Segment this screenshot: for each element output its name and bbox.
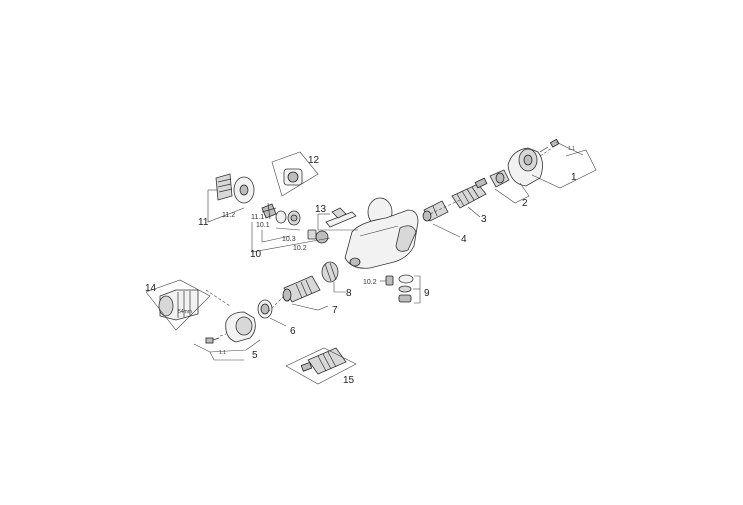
- label-part-9: 9: [424, 288, 430, 299]
- label-part-13: 13: [315, 204, 327, 215]
- part-1-handle-group: 1.1 1: [507, 138, 597, 189]
- part-12-cover-group: 12: [271, 151, 320, 197]
- part-7-cartridge-group: 7: [282, 275, 338, 316]
- label-part-1: 1: [571, 172, 577, 183]
- label-10-2-upper: 10.2: [293, 245, 307, 252]
- label-10-2-lower: 10.2: [363, 279, 377, 286]
- part-10-parts-set-group: 10.1 10.3 10.2 10: [250, 202, 331, 260]
- part-6-ring-group: 6: [257, 299, 296, 337]
- label-part-14: 14: [145, 283, 157, 294]
- label-part-15: 15: [343, 375, 355, 386]
- label-part-7: 7: [332, 305, 338, 316]
- label-part-12: 12: [308, 155, 320, 166]
- label-11-2: 11.2: [222, 212, 235, 219]
- label-10-3: 10.3: [282, 236, 296, 243]
- label-part-2: 2: [522, 198, 528, 209]
- label-part-8: 8: [346, 288, 352, 299]
- part-15-cartridge-group: 15: [285, 347, 357, 386]
- label-part-10: 10: [250, 249, 262, 260]
- axis-line-left: [267, 295, 285, 313]
- label-11-1: 11.1: [251, 214, 264, 221]
- label-1-1-left: 1.1: [219, 350, 226, 356]
- label-10-1: 10.1: [256, 222, 270, 229]
- label-part-11: 11: [198, 217, 209, 228]
- label-part-4: 4: [461, 234, 467, 245]
- part-8-nut-group: 8: [321, 261, 352, 299]
- part-11-s-union-group: 11.2 11.1 11: [198, 173, 264, 228]
- label-54mm: 54mm: [178, 309, 192, 315]
- axis-line-right: [429, 199, 461, 215]
- label-part-6: 6: [290, 326, 296, 337]
- part-2-nut-group: 2: [489, 169, 530, 209]
- part-5-handle-group: 1.1 5: [193, 311, 261, 361]
- label-part-3: 3: [481, 214, 487, 225]
- part-14-adapter-group: 54mm 14: [145, 279, 231, 331]
- part-3-cartridge-group: 3: [451, 177, 488, 225]
- mixer-body: [344, 197, 419, 269]
- part-10-2-insert-group: 10.2: [363, 275, 394, 286]
- part-9-aerator-group: 9: [398, 274, 430, 304]
- part-13-clip-group: 13: [315, 204, 358, 231]
- label-1-1-top: 1.1: [568, 146, 575, 152]
- label-part-5: 5: [252, 350, 258, 361]
